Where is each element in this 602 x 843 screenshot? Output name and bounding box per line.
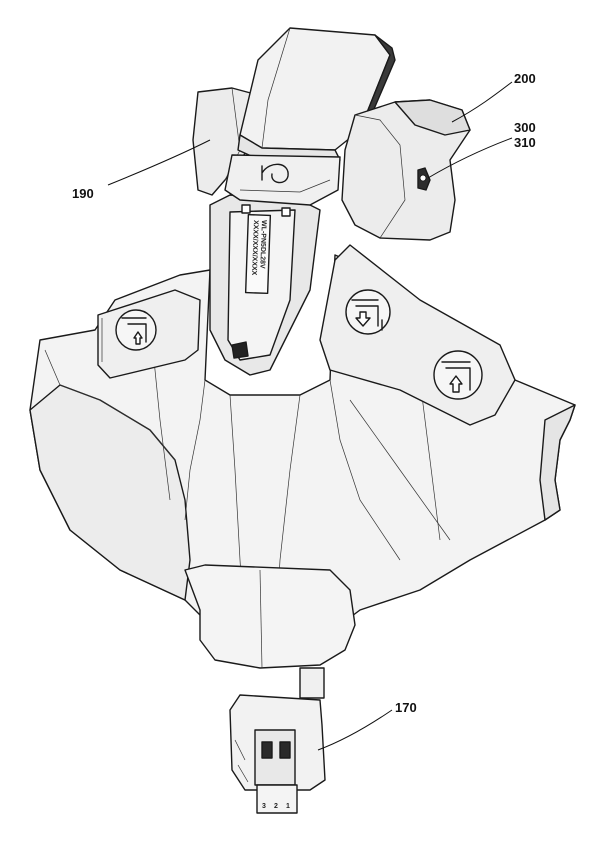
label-plate: WL-PN5DL28V XXXX/XXX/XXXX [250,220,267,276]
leader-190 [107,139,211,186]
leader-200 [451,81,513,123]
ref-190: 190 [72,186,94,201]
ref-310: 310 [514,135,536,150]
leader-lines [107,81,513,751]
latch-band [224,154,341,206]
down-arrow-icon[interactable] [345,289,391,335]
leader-300-310 [427,137,513,179]
leader-170 [317,709,393,751]
hook-icon[interactable] [261,163,289,184]
ref-200: 200 [514,71,536,86]
screw-300-310 [417,167,431,191]
central-spine [209,194,321,376]
ref-170: 170 [395,700,417,715]
lock-button-icon[interactable] [115,309,157,351]
pin-label-3: 3 [262,803,266,810]
pin-label-2: 2 [274,803,278,810]
up-arrow-icon[interactable] [433,350,483,400]
ref-300: 300 [514,120,536,135]
pin-label-1: 1 [286,803,290,810]
connector-170: 3 2 1 [229,667,326,814]
label-line-1: WL-PN5DL28V [258,220,267,269]
label-line-2: XXXX/XXX/XXXX [250,220,259,276]
right-knob-200 [341,99,471,241]
bottom-mount [184,564,356,669]
